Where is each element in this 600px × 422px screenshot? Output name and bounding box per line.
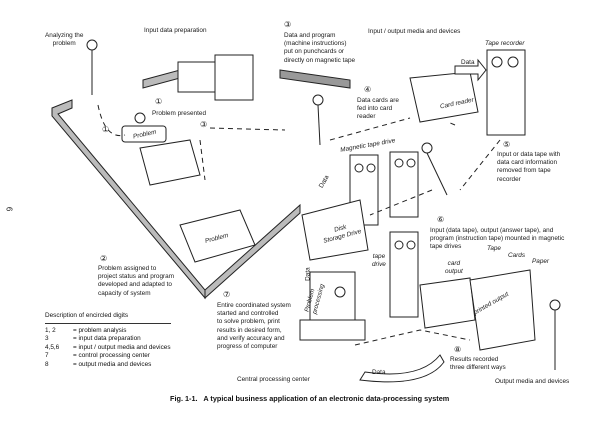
legend-desc: = problem analysis xyxy=(73,326,127,334)
label-paper: Paper xyxy=(532,258,550,265)
legend-desc: = input / output media and devices xyxy=(73,343,171,351)
legend: Description of encircled digits 1, 2 = pr… xyxy=(45,312,171,370)
legend-key: 4,5,6 xyxy=(45,343,60,351)
step2-marker: ② xyxy=(100,254,108,263)
label-step3: Data and program (machine instructions) … xyxy=(284,32,356,64)
legend-row: 1, 2 = problem analysis xyxy=(45,327,171,336)
card-reader-box xyxy=(409,71,479,123)
label-tape-recorder: Tape recorder xyxy=(485,40,525,47)
step4-marker: ④ xyxy=(364,85,372,94)
data-arrow-top xyxy=(454,58,487,82)
legend-row: 3 = input data preparation xyxy=(45,335,171,344)
legend-row: 4,5,6 = input / output media and devices xyxy=(45,344,171,353)
label-data-3: Data xyxy=(304,267,312,281)
label-cards: Cards xyxy=(508,252,526,259)
flow-arrow xyxy=(447,121,456,126)
legend-desc: = input data preparation xyxy=(73,335,141,343)
label-step7: Entire coordinated system started and co… xyxy=(217,302,291,351)
step1-marker: ① xyxy=(155,97,163,106)
flow-arrow xyxy=(97,104,126,137)
label-step1: Problem presented xyxy=(152,110,206,117)
problem-desk-2 xyxy=(179,209,256,263)
problem-scroll xyxy=(121,125,167,143)
step3-marker: ③ xyxy=(284,20,292,29)
label-input-prep: Input data preparation xyxy=(144,27,207,34)
step3b-marker: ③ xyxy=(200,120,208,129)
legend-key: 8 xyxy=(45,360,49,368)
label-step8: Results recorded three different ways xyxy=(450,356,506,372)
wall-top-right xyxy=(279,69,351,89)
label-tape: Tape xyxy=(487,245,501,252)
legend-key: 1, 2 xyxy=(45,326,56,334)
step1b-marker: ① xyxy=(102,125,110,134)
wall-top xyxy=(142,69,181,89)
flow-arrow xyxy=(329,117,411,141)
card-punch xyxy=(214,54,254,101)
flow-arrow xyxy=(209,127,286,131)
step7-marker: ⑦ xyxy=(223,290,231,299)
data-arrow-curve xyxy=(359,354,445,383)
console-desk xyxy=(299,319,366,341)
label-step5: Input or data tape with data card inform… xyxy=(497,151,561,183)
label-tape-drive: tape drive xyxy=(372,253,386,269)
printer-unit xyxy=(469,269,536,351)
flow-arrow xyxy=(369,189,433,216)
label-data-1: Data xyxy=(461,59,475,66)
step6-marker: ⑥ xyxy=(437,215,445,224)
label-data-4: Data xyxy=(372,369,386,376)
card-output-unit xyxy=(419,277,476,329)
legend-row: 8 = output media and devices xyxy=(45,361,171,370)
legend-key: 3 xyxy=(45,335,49,343)
legend-title: Description of encircled digits xyxy=(45,312,171,324)
flow-arrow xyxy=(199,139,206,181)
label-step2: Problem assigned to project status and p… xyxy=(98,265,175,297)
step5-marker: ⑤ xyxy=(503,140,511,149)
legend-desc: = control processing center xyxy=(73,352,150,360)
label-central-processing: Central processing center xyxy=(237,376,310,383)
label-step6: Input (data tape), output (answer tape),… xyxy=(430,227,565,251)
disk-storage-box xyxy=(301,199,369,261)
legend-row: 7 = control processing center xyxy=(45,352,171,361)
label-output-media: Output media and devices xyxy=(495,378,570,385)
keypunch-desk xyxy=(177,61,219,93)
flow-arrow xyxy=(354,329,471,346)
legend-key: 7 xyxy=(45,352,49,360)
label-card-output: card output xyxy=(445,260,463,276)
problem-desk-1 xyxy=(139,139,201,186)
wall-left xyxy=(51,99,206,300)
label-analyzing: Analyzing the problem xyxy=(45,32,84,48)
wall-bottom xyxy=(204,203,301,300)
flow-arrow xyxy=(459,139,501,191)
legend-desc: = output media and devices xyxy=(73,360,152,368)
figure-caption: Fig. 1-1. A typical business application… xyxy=(170,394,450,403)
label-io-media: Input / output media and devices xyxy=(368,28,461,35)
page-number: 6 xyxy=(4,206,14,212)
label-step4: Data cards are fed into card reader xyxy=(357,97,399,121)
step8-marker: ⑧ xyxy=(454,345,462,354)
